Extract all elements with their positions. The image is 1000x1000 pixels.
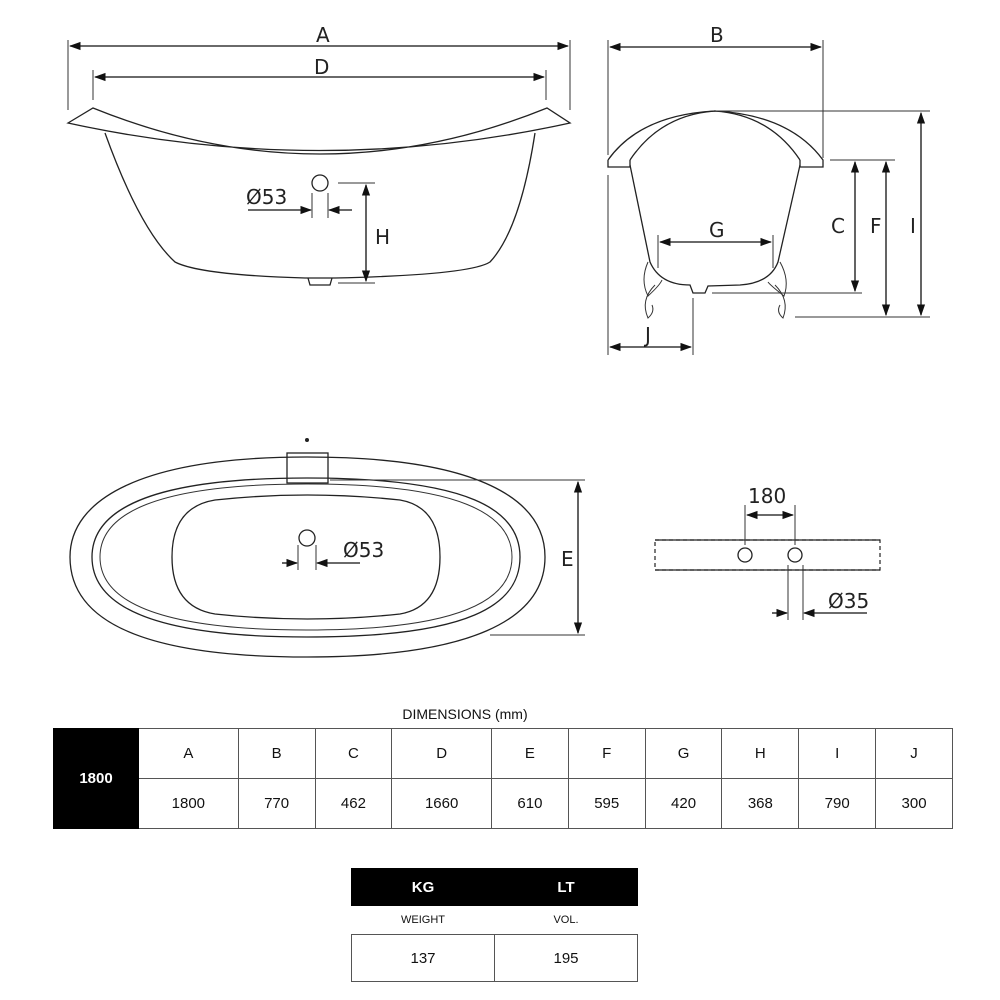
value-cell: 420 bbox=[644, 778, 723, 829]
tap-hole bbox=[737, 547, 753, 563]
weight-label: WEIGHT bbox=[401, 914, 445, 926]
value-cell: 770 bbox=[237, 778, 316, 829]
label-H: H bbox=[375, 225, 390, 249]
tap-deck-view: 180 Ø35 bbox=[654, 484, 881, 620]
header-cell: I bbox=[798, 728, 877, 779]
kg-header: KG bbox=[351, 868, 495, 906]
label-overflow-top: Ø53 bbox=[343, 538, 384, 562]
label-tap-spacing: 180 bbox=[748, 484, 786, 508]
overflow-outlet bbox=[286, 452, 329, 484]
label-tap-hole: Ø35 bbox=[828, 589, 869, 613]
end-view: B C F I G J bbox=[607, 23, 930, 355]
technical-drawing: A D Ø53 H B C F I bbox=[66, 23, 930, 658]
header-cell: H bbox=[721, 728, 800, 779]
label-overflow-side: Ø53 bbox=[246, 185, 287, 209]
header-cell: F bbox=[567, 728, 646, 779]
value-cell: 368 bbox=[721, 778, 800, 829]
label-C: C bbox=[831, 214, 845, 238]
label-F: F bbox=[870, 214, 882, 238]
weight-value: 137 bbox=[351, 934, 495, 982]
value-cell: 462 bbox=[314, 778, 393, 829]
label-E: E bbox=[561, 547, 574, 571]
value-cell: 610 bbox=[491, 778, 569, 829]
value-cell: 1660 bbox=[391, 778, 492, 829]
header-cell: C bbox=[314, 728, 393, 779]
header-cell: J bbox=[875, 728, 953, 779]
dimensions-table: 1800 A B C D E F G H I J 1800 770 462 16… bbox=[53, 728, 953, 829]
tap-hole bbox=[787, 547, 803, 563]
weight-volume-table: KG LT WEIGHT VOL. 137 195 bbox=[351, 868, 638, 982]
header-cell: D bbox=[391, 728, 492, 779]
value-cell: 790 bbox=[798, 778, 877, 829]
model-size: 1800 bbox=[53, 728, 139, 829]
label-G: G bbox=[709, 218, 725, 242]
label-J: J bbox=[643, 323, 651, 347]
value-cell: 595 bbox=[567, 778, 646, 829]
header-cell: G bbox=[644, 728, 723, 779]
header-cell: A bbox=[138, 728, 239, 779]
label-I: I bbox=[910, 214, 916, 238]
label-B: B bbox=[710, 23, 724, 47]
label-A: A bbox=[316, 23, 330, 47]
volume-value: 195 bbox=[494, 934, 638, 982]
header-cell: E bbox=[491, 728, 569, 779]
drain-hole bbox=[298, 529, 316, 547]
label-D: D bbox=[314, 55, 329, 79]
overflow-hole bbox=[311, 174, 329, 192]
top-view: Ø53 E bbox=[69, 438, 585, 658]
value-cell: 1800 bbox=[138, 778, 239, 829]
side-view: A D Ø53 H bbox=[66, 23, 572, 286]
dimensions-title: DIMENSIONS (mm) bbox=[402, 706, 528, 722]
header-cell: B bbox=[237, 728, 316, 779]
lt-header: LT bbox=[494, 868, 638, 906]
value-cell: 300 bbox=[875, 778, 953, 829]
volume-label: VOL. bbox=[553, 914, 579, 926]
